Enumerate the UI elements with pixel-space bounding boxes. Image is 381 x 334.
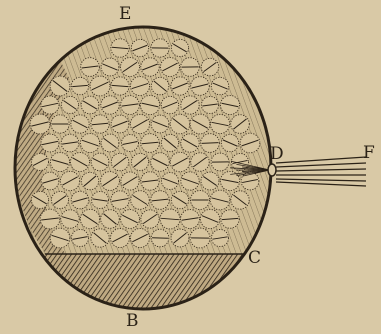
particle-dash <box>152 238 168 239</box>
label-b: B <box>126 311 139 331</box>
beam-to-f <box>276 157 366 186</box>
aperture-d <box>268 164 276 176</box>
label-c: C <box>248 248 262 268</box>
label-d: D <box>270 144 284 164</box>
label-e: E <box>119 4 132 24</box>
label-f: F <box>363 143 375 163</box>
